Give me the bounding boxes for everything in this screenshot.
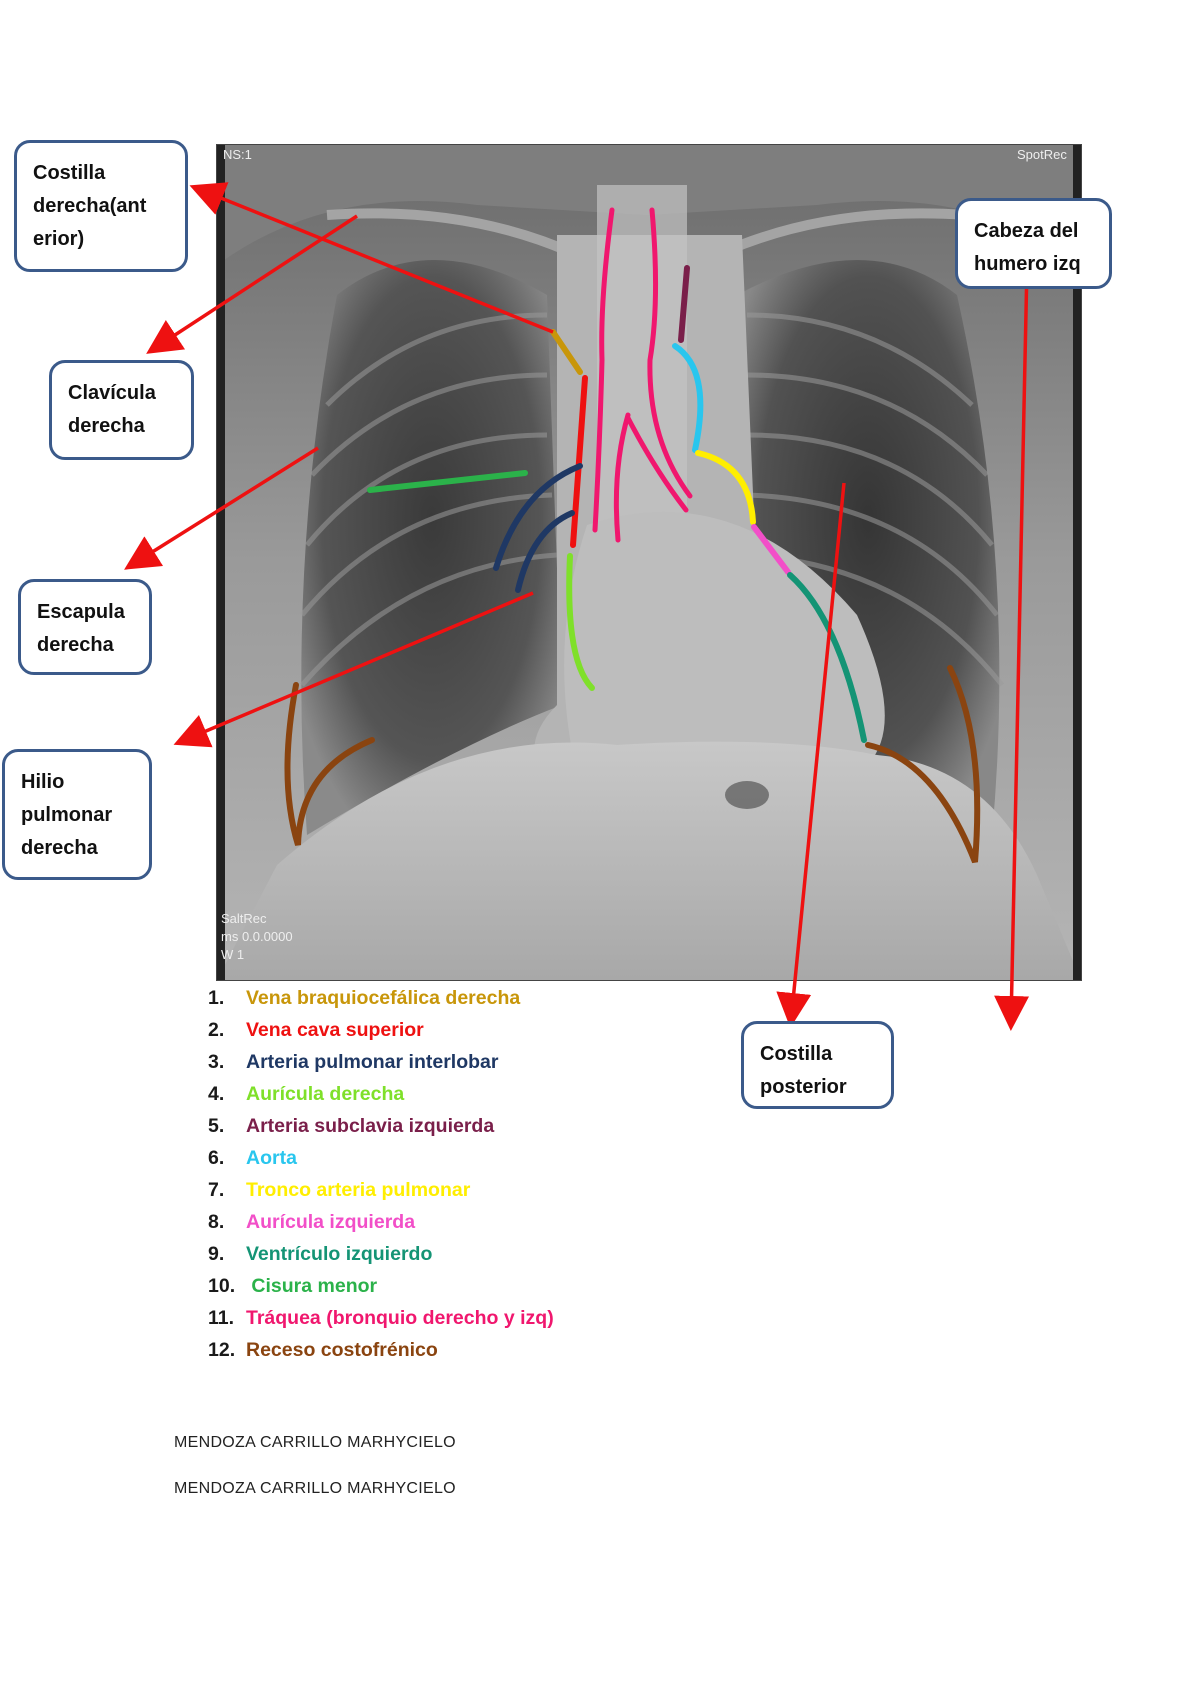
- legend-item-number: 1.: [208, 987, 225, 1009]
- xray-bottom-left-text-2: ms 0.0.0000: [221, 929, 293, 944]
- legend-item: 8. Aurícula izquierda: [208, 1206, 554, 1238]
- legend-item-label: Arteria pulmonar interlobar: [246, 1051, 499, 1073]
- author-line-1: MENDOZA CARRILLO MARHYCIELO: [174, 1434, 456, 1451]
- legend-item-number: 10.: [208, 1275, 236, 1297]
- legend-item-label: Tronco arteria pulmonar: [246, 1179, 471, 1201]
- callout-cabeza-humero-text: Cabeza del humero izq: [974, 220, 1081, 275]
- legend-item: 7. Tronco arteria pulmonar: [208, 1174, 554, 1206]
- legend-item-label: Vena cava superior: [246, 1019, 424, 1041]
- chest-xray-image: NS:1 SpotRec SaltRec ms 0.0.0000 W 1: [216, 144, 1082, 981]
- xray-top-left-text: NS:1: [223, 147, 252, 162]
- callout-escapula-text: Escapula derecha: [37, 601, 125, 656]
- legend-item-label: Vena braquiocefálica derecha: [246, 987, 521, 1009]
- callout-hilio: Hilio pulmonar derecha: [2, 749, 152, 880]
- callout-costilla-posterior-text: Costilla posterior: [760, 1043, 847, 1098]
- callout-costilla-anterior-text: Costilla derecha(ant erior): [33, 162, 147, 250]
- legend-item: 1. Vena braquiocefálica derecha: [208, 982, 554, 1014]
- legend-item: 4. Aurícula derecha: [208, 1078, 554, 1110]
- legend-item-label: Aorta: [246, 1147, 297, 1169]
- legend-item: 12. Receso costofrénico: [208, 1334, 554, 1366]
- legend-item: 9. Ventrículo izquierdo: [208, 1238, 554, 1270]
- legend-item-number: 12.: [208, 1339, 236, 1361]
- legend-item-number: 8.: [208, 1211, 225, 1233]
- xray-bottom-left-text-1: SaltRec: [221, 911, 267, 926]
- callout-costilla-anterior: Costilla derecha(ant erior): [14, 140, 188, 272]
- legend-item: 6. Aorta: [208, 1142, 554, 1174]
- legend-item: 2. Vena cava superior: [208, 1014, 554, 1046]
- callout-clavicula-text: Clavícula derecha: [68, 382, 156, 437]
- legend-item-label: Arteria subclavia izquierda: [246, 1115, 495, 1137]
- legend-item: 5. Arteria subclavia izquierda: [208, 1110, 554, 1142]
- legend-item-label: Receso costofrénico: [246, 1339, 438, 1361]
- legend-item-number: 4.: [208, 1083, 225, 1105]
- callout-hilio-text: Hilio pulmonar derecha: [21, 771, 113, 859]
- legend-item-number: 3.: [208, 1051, 225, 1073]
- legend-item-number: 11.: [208, 1307, 235, 1329]
- xray-bottom-left-text-3: W 1: [221, 947, 244, 962]
- legend-item: 3. Arteria pulmonar interlobar: [208, 1046, 554, 1078]
- legend-list: 1. Vena braquiocefálica derecha 2. Vena cav…: [208, 982, 554, 1366]
- legend-item-label: Tráquea (bronquio derecho y izq): [246, 1307, 554, 1329]
- legend-item-label: Ventrículo izquierdo: [246, 1243, 433, 1265]
- legend-item-number: 2.: [208, 1019, 225, 1041]
- legend-item-number: 7.: [208, 1179, 225, 1201]
- legend-item: 10. Cisura menor: [208, 1270, 554, 1302]
- legend-item-label: Aurícula derecha: [246, 1083, 405, 1105]
- author-line-2: MENDOZA CARRILLO MARHYCIELO: [174, 1480, 456, 1497]
- legend-item-label: Cisura menor: [246, 1275, 378, 1297]
- legend-item-number: 6.: [208, 1147, 225, 1169]
- callout-costilla-posterior: Costilla posterior: [741, 1021, 894, 1109]
- legend-item-number: 5.: [208, 1115, 225, 1137]
- legend-item: 11. Tráquea (bronquio derecho y izq): [208, 1302, 554, 1334]
- callout-escapula: Escapula derecha: [18, 579, 152, 675]
- callout-cabeza-humero: Cabeza del humero izq: [955, 198, 1112, 289]
- callout-clavicula: Clavícula derecha: [49, 360, 194, 460]
- xray-top-right-text: SpotRec: [1017, 147, 1067, 162]
- legend-item-label: Aurícula izquierda: [246, 1211, 416, 1233]
- legend-item-number: 9.: [208, 1243, 225, 1265]
